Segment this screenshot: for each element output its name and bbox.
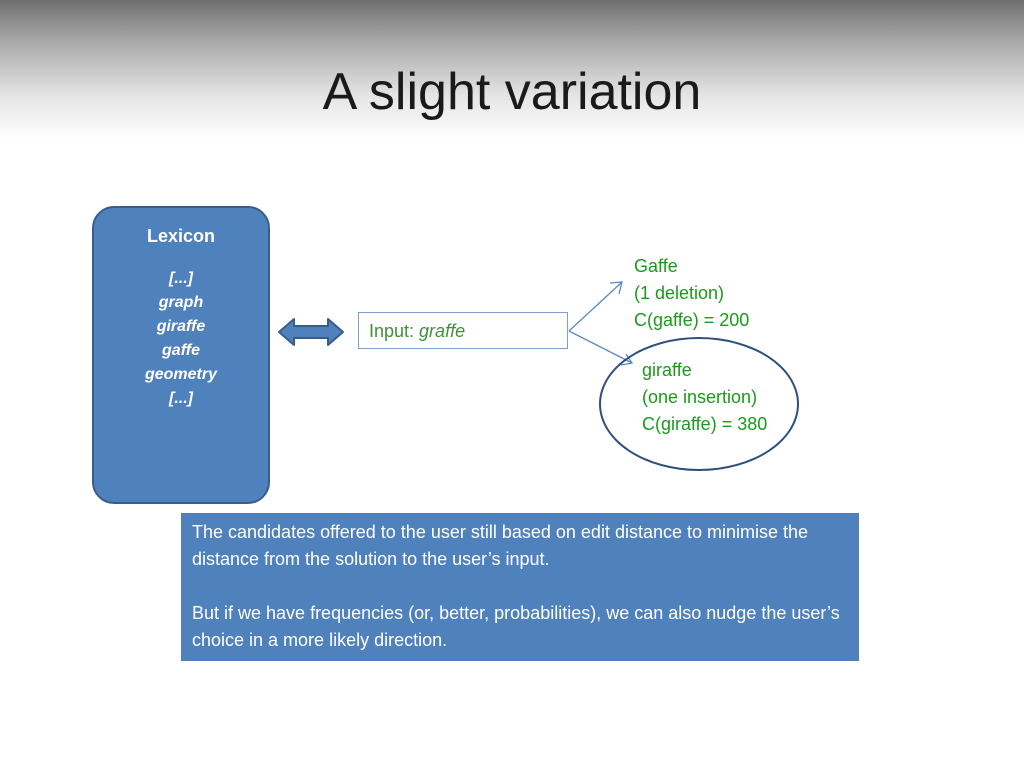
candidate-giraffe: giraffe (one insertion) C(giraffe) = 380 (642, 357, 767, 438)
candidate-edit: (one insertion) (642, 387, 758, 407)
lexicon-list: [...] graph giraffe gaffe geometry [...] (94, 267, 268, 411)
explanation-paragraph: But if we have frequencies (or, better, … (192, 603, 840, 650)
input-box: Input: graffe (358, 312, 568, 349)
input-label: Input: (369, 321, 420, 341)
lexicon-item: giraffe (156, 318, 206, 335)
arrow-to-gaffe (568, 281, 623, 332)
explanation-box: The candidates offered to the user still… (181, 513, 859, 661)
explanation-paragraph: The candidates offered to the user still… (192, 522, 809, 569)
lexicon-item: graph (158, 294, 204, 311)
candidate-gaffe: Gaffe (1 deletion) C(gaffe) = 200 (634, 253, 749, 334)
slide-title: A slight variation (322, 63, 702, 121)
candidate-edit: (1 deletion) (634, 283, 725, 303)
highlight-ellipse (599, 337, 799, 471)
candidate-word: giraffe (642, 360, 692, 380)
double-arrow-icon (278, 318, 344, 346)
arrow-to-giraffe (568, 330, 633, 364)
candidate-count: C(gaffe) = 200 (634, 310, 750, 330)
candidate-count: C(giraffe) = 380 (642, 414, 768, 434)
lexicon-item: [...] (169, 270, 193, 287)
lexicon-item: [...] (169, 390, 193, 407)
input-value: graffe (419, 321, 466, 341)
candidate-word: Gaffe (634, 256, 678, 276)
arrowhead-gaffe-icon (609, 281, 623, 295)
lexicon-title: Lexicon (146, 226, 216, 246)
lexicon-item: geometry (144, 366, 218, 383)
lexicon-item: gaffe (162, 342, 200, 359)
lexicon-box: Lexicon [...] graph giraffe gaffe geomet… (92, 206, 270, 504)
